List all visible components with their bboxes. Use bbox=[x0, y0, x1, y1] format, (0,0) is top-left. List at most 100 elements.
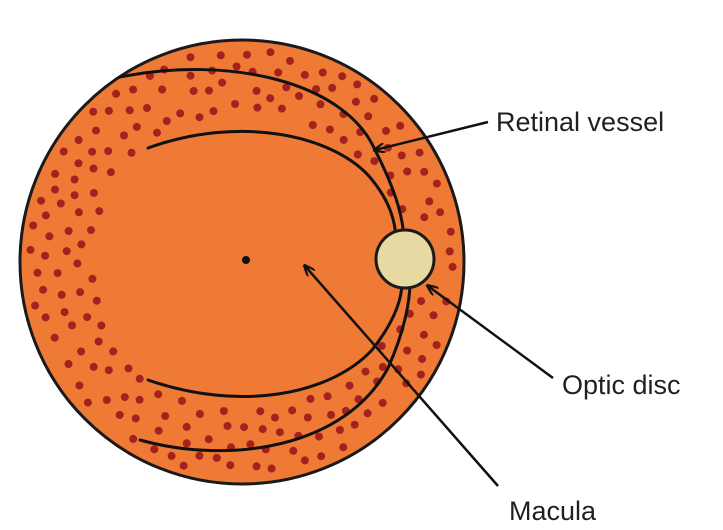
pigment-dot bbox=[39, 286, 47, 294]
pigment-dot bbox=[75, 159, 83, 167]
pigment-dot bbox=[430, 311, 438, 319]
pigment-dot bbox=[120, 132, 128, 140]
pigment-dot bbox=[253, 104, 261, 112]
pigment-dot bbox=[116, 411, 124, 419]
pigment-dot bbox=[319, 69, 327, 77]
pigment-dot bbox=[126, 106, 134, 114]
pigment-dot bbox=[90, 165, 98, 173]
optic-disc bbox=[376, 230, 434, 288]
pigment-dot bbox=[136, 375, 144, 383]
pigment-dot bbox=[75, 136, 83, 144]
pigment-dot bbox=[196, 113, 204, 121]
pigment-dot bbox=[278, 105, 286, 113]
pigment-dot bbox=[71, 191, 79, 199]
pigment-dot bbox=[34, 269, 42, 277]
pigment-dot bbox=[65, 360, 73, 368]
pigment-dot bbox=[125, 364, 133, 372]
pigment-dot bbox=[364, 112, 372, 120]
pigment-dot bbox=[309, 121, 317, 129]
pigment-dot bbox=[339, 443, 347, 451]
label-retinal-vessel: Retinal vessel bbox=[496, 107, 664, 137]
pigment-dot bbox=[353, 80, 361, 88]
pigment-dot bbox=[274, 69, 282, 77]
pigment-dot bbox=[87, 226, 95, 234]
pigment-dot bbox=[233, 63, 241, 71]
label-macula: Macula bbox=[509, 496, 597, 526]
pigment-dot bbox=[220, 407, 228, 415]
pigment-dot bbox=[449, 263, 457, 271]
pigment-dot bbox=[253, 87, 261, 95]
pigment-dot bbox=[398, 152, 406, 160]
pigment-dot bbox=[83, 313, 91, 321]
pigment-dot bbox=[190, 87, 198, 95]
pigment-dot bbox=[217, 51, 225, 59]
pigment-dot bbox=[224, 422, 232, 430]
pigment-dot bbox=[93, 297, 101, 305]
pigment-dot bbox=[112, 90, 120, 98]
pigment-dot bbox=[37, 197, 45, 205]
pigment-dot bbox=[95, 338, 103, 346]
pigment-dot bbox=[352, 98, 360, 106]
pigment-dot bbox=[103, 396, 111, 404]
pigment-dot bbox=[433, 341, 441, 349]
pigment-dot bbox=[155, 427, 163, 435]
pigment-dot bbox=[213, 454, 221, 462]
pigment-dot bbox=[76, 288, 84, 296]
pigment-dot bbox=[105, 366, 113, 374]
pigment-dot bbox=[271, 414, 279, 422]
pigment-dot bbox=[29, 222, 37, 230]
pigment-dot bbox=[226, 461, 234, 469]
pigment-dot bbox=[176, 109, 184, 117]
pigment-dot bbox=[327, 411, 335, 419]
pigment-dot bbox=[42, 313, 50, 321]
pigment-dot bbox=[416, 149, 424, 157]
pigment-dot bbox=[240, 423, 248, 431]
pigment-dot bbox=[370, 95, 378, 103]
pigment-dot bbox=[109, 347, 117, 355]
pigment-dot bbox=[362, 368, 370, 376]
pigment-dot bbox=[307, 395, 315, 403]
pigment-dot bbox=[187, 72, 195, 80]
pigment-dot bbox=[433, 180, 441, 188]
pigment-dot bbox=[132, 414, 140, 422]
pigment-dot bbox=[154, 390, 162, 398]
pigment-dot bbox=[90, 189, 98, 197]
pigment-dot bbox=[45, 232, 53, 240]
pigment-dot bbox=[326, 126, 334, 134]
pigment-dot bbox=[121, 393, 129, 401]
pigment-dot bbox=[88, 148, 96, 156]
pigment-dot bbox=[57, 200, 65, 208]
pigment-dot bbox=[77, 240, 85, 248]
pigment-dot bbox=[425, 197, 433, 205]
pigment-dot bbox=[205, 87, 213, 95]
pigment-dot bbox=[259, 425, 267, 433]
pigment-dot bbox=[158, 86, 166, 94]
pigment-dot bbox=[286, 57, 294, 65]
pigment-dot bbox=[266, 48, 274, 56]
pigment-dot bbox=[60, 148, 68, 156]
pigment-dot bbox=[364, 409, 372, 417]
pigment-dot bbox=[51, 170, 59, 178]
pigment-dot bbox=[187, 53, 195, 61]
pigment-dot bbox=[68, 321, 76, 329]
pigment-dot bbox=[231, 100, 239, 108]
pigment-dot bbox=[301, 456, 309, 464]
pigment-dot bbox=[253, 462, 261, 470]
pigment-dot bbox=[328, 84, 336, 92]
pigment-dot bbox=[340, 136, 348, 144]
pigment-dot bbox=[54, 269, 62, 277]
pigment-dot bbox=[403, 347, 411, 355]
pigment-dot bbox=[346, 382, 354, 390]
pigment-dot bbox=[128, 149, 136, 157]
pigment-dot bbox=[75, 382, 83, 390]
pigment-dot bbox=[295, 92, 303, 100]
pigment-dot bbox=[446, 247, 454, 255]
pigment-dot bbox=[338, 72, 346, 80]
pigment-dot bbox=[210, 107, 218, 115]
pigment-dot bbox=[276, 428, 284, 436]
pigment-dot bbox=[133, 123, 141, 131]
pigment-dot bbox=[370, 157, 378, 165]
pigment-dot bbox=[27, 246, 35, 254]
pigment-dot bbox=[31, 302, 39, 310]
